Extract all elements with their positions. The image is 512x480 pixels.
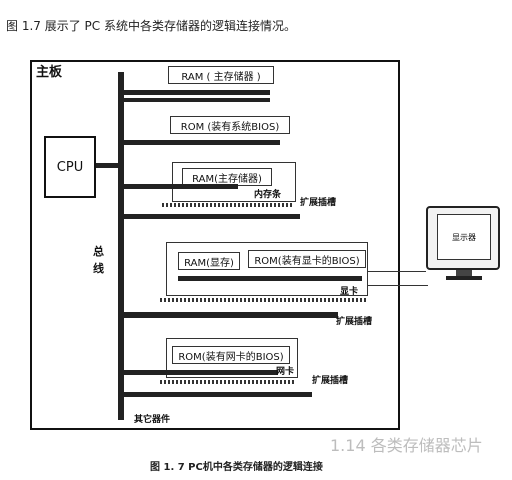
network-rom-chip: ROM(装有网卡的BIOS)	[172, 346, 290, 364]
network-card-bus-line	[120, 370, 278, 375]
intro-text: 图 1.7 展示了 PC 系统中各类存储器的逻辑连接情况。	[6, 19, 296, 33]
bus-label-char-1: 总	[93, 245, 104, 258]
monitor-base	[446, 276, 482, 280]
video-card-bus-line	[178, 276, 362, 281]
board-ram-label: RAM ( 主存储器 )	[181, 71, 261, 83]
background-heading: 1.14 各类存储器芯片	[330, 436, 483, 455]
motherboard-title: 主板	[36, 65, 63, 80]
video-rom-label: ROM(装有显卡的BIOS)	[254, 255, 360, 267]
network-slot-line	[120, 392, 312, 397]
network-slot-label: 扩展插槽	[312, 376, 349, 386]
video-slot-line	[120, 312, 338, 318]
other-devices-label: 其它器件	[134, 415, 171, 425]
memory-module-pins	[162, 203, 292, 207]
board-ram-bus-line-1	[120, 90, 270, 95]
video-card-label: 显卡	[340, 287, 359, 297]
video-ram-chip: RAM(显存)	[178, 252, 240, 270]
memory-slot-label: 扩展插槽	[300, 198, 337, 208]
board-rom-bus-line	[120, 140, 280, 145]
network-rom-label: ROM(装有网卡的BIOS)	[178, 351, 284, 363]
board-ram-bus-line-2	[120, 98, 270, 102]
bus-label-char-2: 线	[93, 262, 104, 275]
cpu-box: CPU	[44, 136, 96, 198]
monitor-neck	[456, 270, 472, 276]
monitor-screen: 显示器	[437, 214, 491, 260]
system-bus	[118, 72, 124, 420]
memory-slot-line	[120, 214, 300, 219]
video-ram-label: RAM(显存)	[184, 257, 234, 269]
board-rom-label: ROM (装有系统BIOS)	[180, 121, 280, 133]
memory-module-label: 内存条	[254, 190, 282, 200]
video-card-pins	[160, 298, 366, 302]
video-slot-label: 扩展插槽	[336, 317, 373, 327]
board-rom-chip: ROM (装有系统BIOS)	[170, 116, 290, 134]
video-rom-chip: ROM(装有显卡的BIOS)	[248, 250, 366, 268]
cpu-bus-link	[96, 163, 120, 168]
monitor-label: 显示器	[452, 232, 476, 242]
figure-caption: 图 1. 7 PC机中各类存储器的逻辑连接	[150, 462, 323, 473]
network-card-pins	[160, 380, 296, 384]
monitor-cable-h1	[368, 271, 426, 272]
memory-module-chip-label: RAM(主存储器)	[192, 173, 262, 185]
board-ram-chip: RAM ( 主存储器 )	[168, 66, 274, 84]
memory-module-bus-line	[120, 184, 238, 189]
network-card-label: 网卡	[276, 367, 295, 377]
cpu-label: CPU	[56, 159, 84, 175]
motherboard-frame	[30, 60, 400, 430]
monitor-cable-h2	[368, 285, 428, 286]
